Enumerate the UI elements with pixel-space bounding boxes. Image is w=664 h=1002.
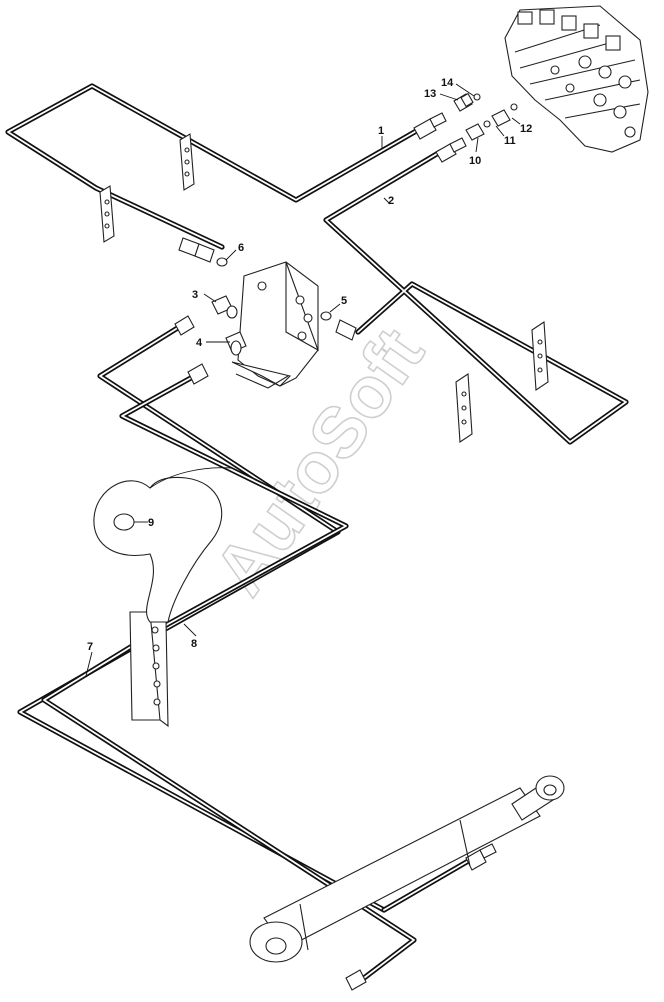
mounting-bracket: [231, 261, 320, 389]
fitting-6-washer: [216, 257, 228, 267]
fitting-4-elbow: [225, 331, 247, 356]
fitting-5-washer: [320, 311, 332, 321]
callout-14: 14: [441, 77, 454, 89]
callout-13: 13: [424, 88, 436, 100]
pipe-2: [323, 137, 629, 445]
callout-4: 4: [196, 337, 203, 349]
pipe-4: [41, 363, 417, 991]
callout-12: 12: [520, 123, 532, 135]
pipe-clamp-right-2: [455, 373, 473, 443]
pipe-1: [5, 83, 447, 263]
part-9-seal-ring: [113, 513, 135, 531]
control-valve-block: [504, 5, 649, 153]
callout-11: 11: [504, 135, 516, 147]
hydraulic-cylinder: [249, 775, 565, 963]
fitting-10-o-ring: [483, 120, 491, 128]
detail-bubble-part-9: [93, 467, 233, 623]
pipe-4-start-nut: [187, 363, 209, 385]
pipe-clamp-vertical-large: [129, 611, 169, 728]
pipe-3-start-nut: [174, 315, 195, 336]
callout-3: 3: [192, 289, 198, 301]
callout-6: 6: [238, 242, 244, 254]
pipe-1-end-nut: [413, 118, 437, 140]
callout-10: 10: [469, 155, 481, 167]
pipe-4-end-nut: [345, 969, 367, 991]
pipe-clamp-upper-2: [99, 185, 115, 243]
fitting-11-adapter: [491, 109, 511, 127]
fitting-10-nut: [465, 123, 485, 141]
fitting-12-o-ring: [510, 103, 518, 111]
callout-7: 7: [87, 641, 93, 653]
pipe-clamp-right-1: [531, 321, 549, 391]
pipe-2-start-nut: [335, 319, 357, 341]
callout-5: 5: [341, 295, 347, 307]
callout-9: 9: [148, 517, 154, 529]
leader-lines: [85, 83, 521, 677]
callout-8: 8: [191, 638, 197, 650]
fitting-14-o-ring: [473, 93, 481, 101]
fitting-3-elbow: [211, 295, 238, 319]
callout-labels: 1 2 3 4 5 6 7 8 9 10 11 12 13 14: [87, 77, 532, 653]
pipe-2-end-nut: [435, 143, 457, 163]
fitting-13-adapter: [453, 92, 474, 112]
pipe-clamp-upper-1: [179, 133, 195, 191]
callout-1: 1: [378, 125, 384, 137]
callout-2: 2: [388, 195, 394, 207]
